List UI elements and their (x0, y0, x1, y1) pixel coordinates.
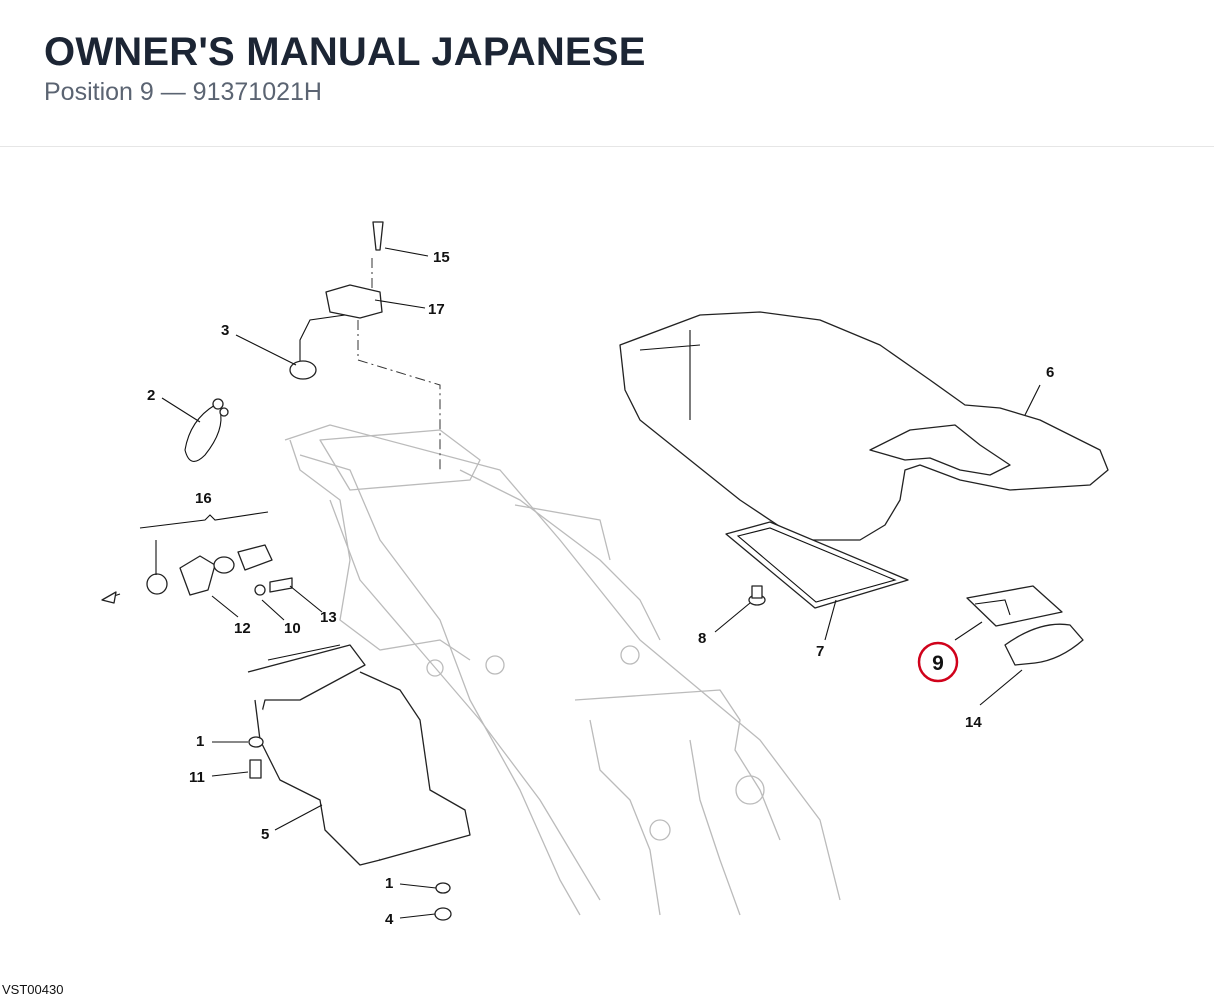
highlight-ring (917, 641, 959, 683)
callout-9: 9 (932, 652, 944, 675)
callout-13: 13 (320, 609, 337, 626)
callout-15: 15 (433, 249, 450, 266)
callout-17: 17 (428, 301, 445, 318)
callout-2: 2 (147, 387, 155, 404)
screw-part-8 (748, 585, 766, 606)
seat-lock-parts (289, 221, 441, 470)
callout-10: 10 (284, 620, 301, 637)
motorcycle-frame (284, 424, 841, 916)
foam-pad-part-9 (966, 585, 1063, 627)
callout-16: 16 (195, 490, 212, 507)
page-title: OWNER'S MANUAL JAPANESE (44, 30, 646, 74)
leader-lines (155, 247, 1041, 919)
hinge-parts-16 (101, 511, 293, 604)
seat-plate-part-7 (725, 521, 909, 609)
callout-12: 12 (234, 620, 251, 637)
callout-1-lower: 1 (385, 875, 393, 892)
callout-14: 14 (965, 714, 982, 731)
seat-part-6 (619, 311, 1109, 541)
callout-8: 8 (698, 630, 706, 647)
callout-5: 5 (261, 826, 269, 843)
callout-11: 11 (189, 769, 205, 786)
cable-part-2 (184, 398, 229, 462)
callout-3: 3 (221, 322, 229, 339)
callout-labels: 15 17 3 2 16 12 10 13 1 11 5 1 4 6 7 8 1… (147, 249, 1054, 928)
bracket-part-5 (247, 644, 471, 866)
drawing-code: VST00430 (2, 982, 64, 997)
page-subtitle: Position 9 — 91371021H (44, 78, 322, 106)
callout-6: 6 (1046, 364, 1054, 381)
pad-part-14 (1004, 623, 1084, 666)
callout-4: 4 (385, 911, 394, 928)
callout-1-upper: 1 (196, 733, 204, 750)
page-header: OWNER'S MANUAL JAPANESE Position 9 — 913… (0, 0, 1214, 147)
callout-7: 7 (816, 643, 824, 660)
highlighted-callout-9[interactable]: 9 (917, 641, 959, 683)
fastener-parts (248, 736, 452, 921)
